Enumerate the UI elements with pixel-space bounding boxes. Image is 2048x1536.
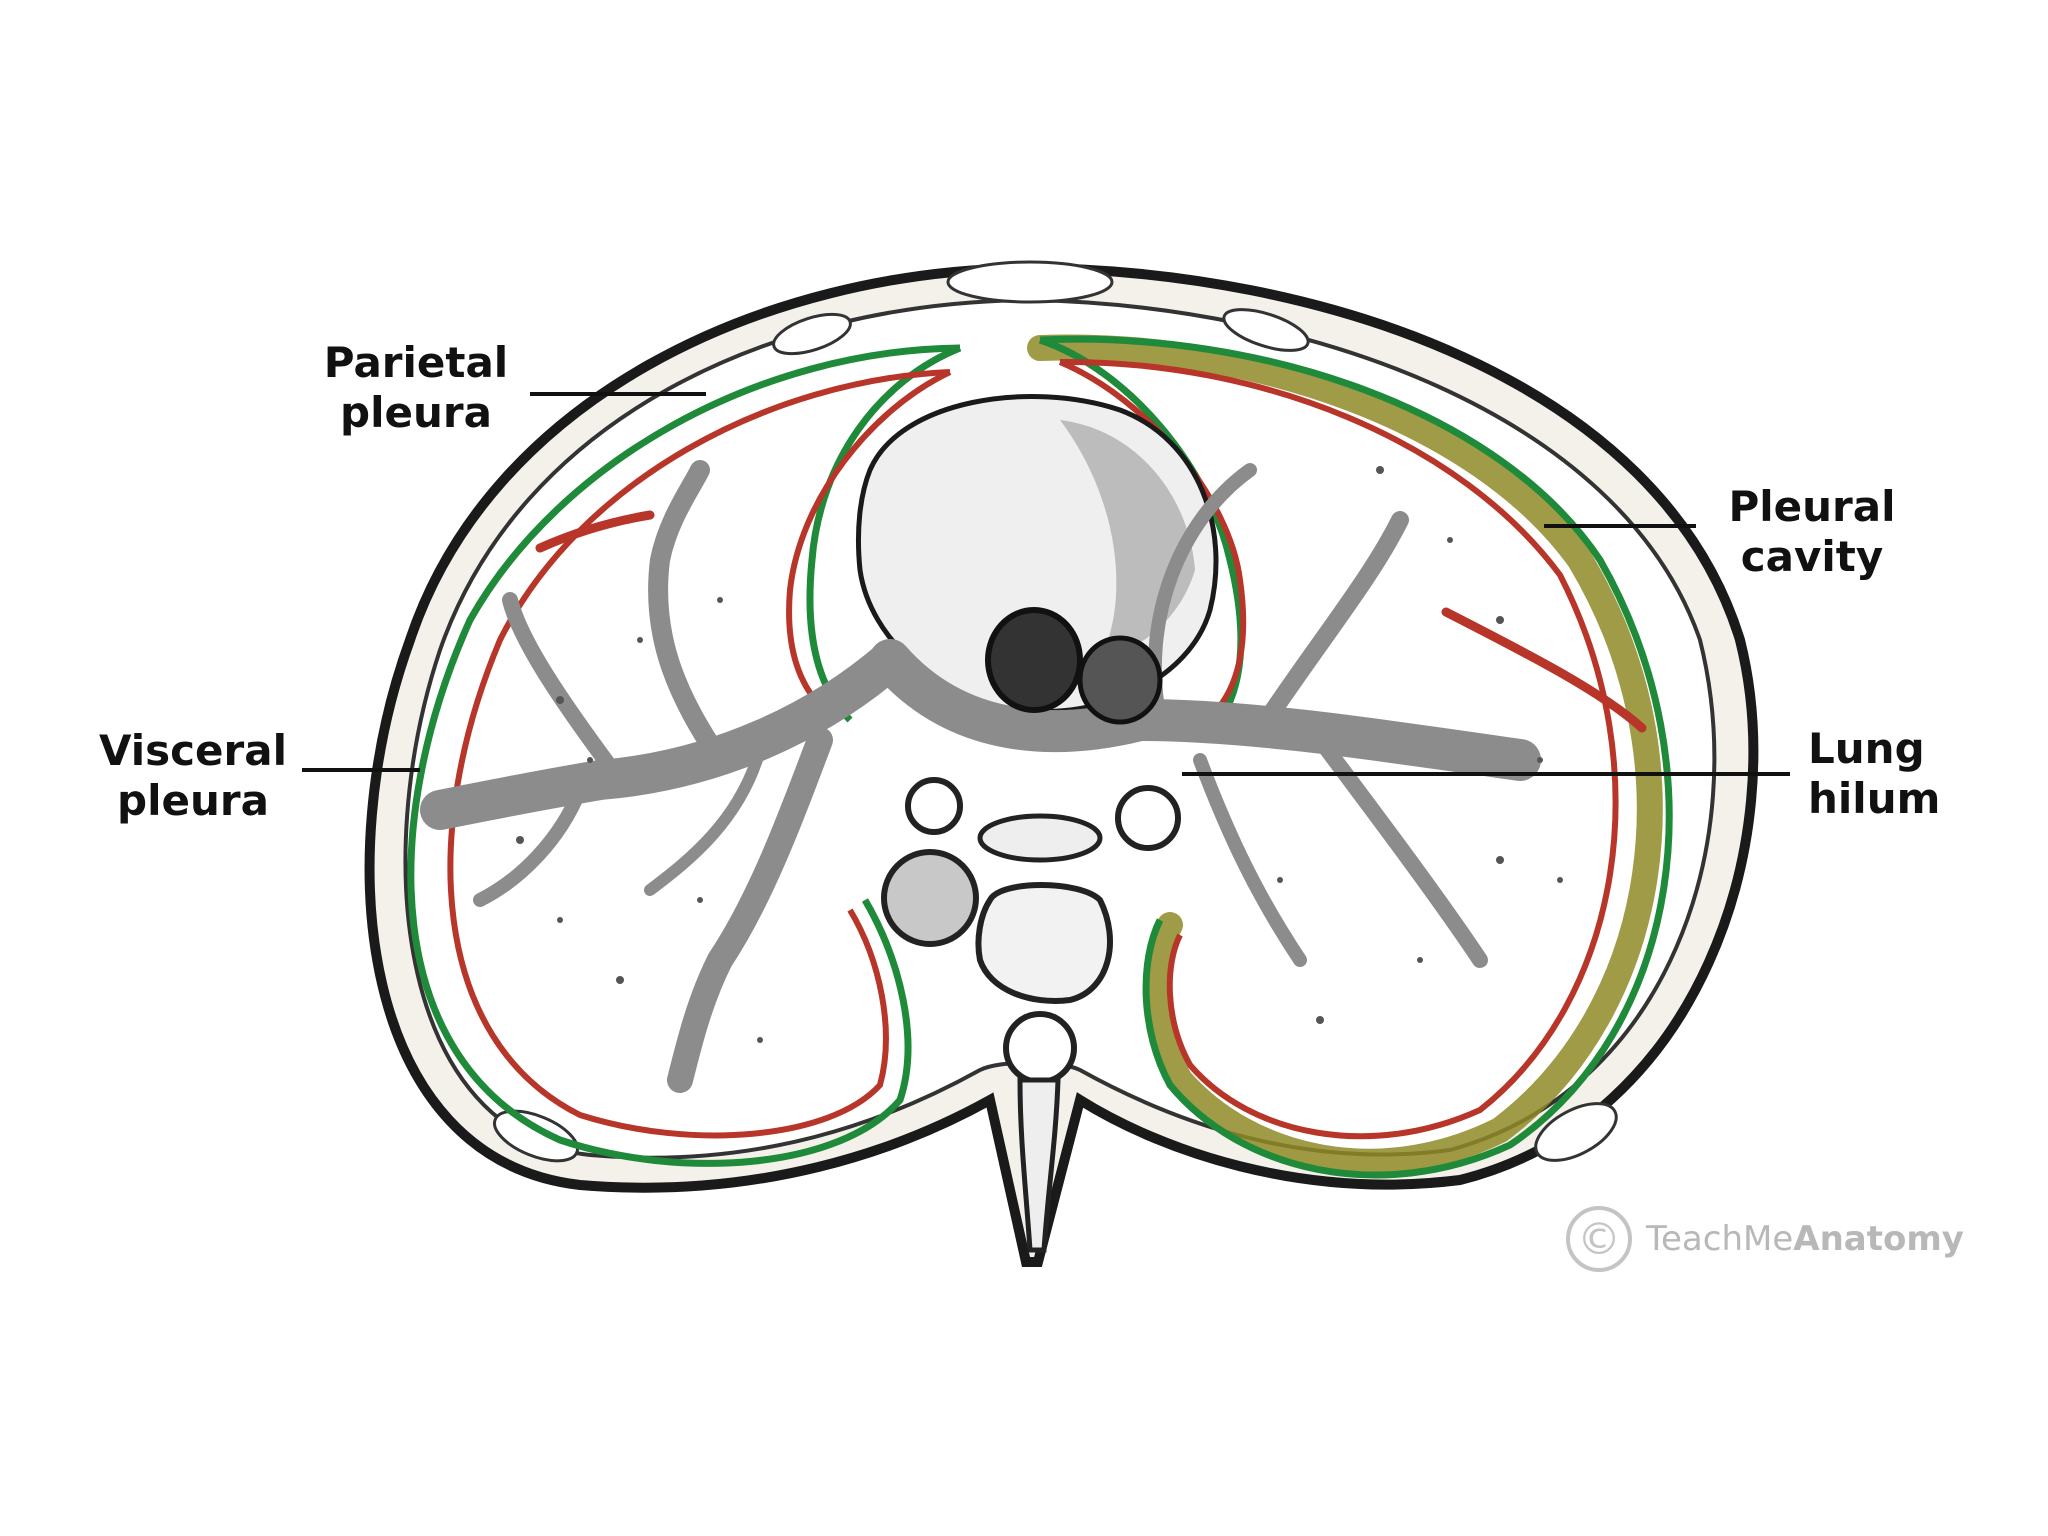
sternum-cartilage xyxy=(946,260,1114,304)
copyright-icon: © xyxy=(1566,1206,1632,1272)
label-hilum-line1: Lung xyxy=(1808,724,1925,773)
rib-left-anterior xyxy=(772,312,852,356)
right-bronchus-ring xyxy=(1115,785,1181,851)
vertebral-body xyxy=(975,882,1113,1004)
label-parietal-line2: pleura xyxy=(340,388,492,437)
left-fissure xyxy=(535,510,655,553)
esophagus xyxy=(977,813,1103,863)
rib-left-posterior xyxy=(493,1109,579,1163)
watermark: © TeachMeAnatomy xyxy=(1566,1206,1964,1272)
visceral-pleura-left xyxy=(447,369,951,1139)
label-pleural-cavity: Pleural cavity xyxy=(1712,482,1912,582)
label-pleural-line2: cavity xyxy=(1740,532,1884,581)
label-visceral-line1: Visceral xyxy=(99,726,287,775)
visceral-pleura-right xyxy=(1059,358,1619,1140)
watermark-brand: TeachMeAnatomy xyxy=(1646,1219,1964,1259)
visceral-pleura-mediastinal-right xyxy=(1058,359,1247,715)
left-bronchus-ring xyxy=(905,777,963,835)
bronchial-tree xyxy=(420,460,1541,1093)
lung-texture xyxy=(516,466,1563,1043)
spinal-canal xyxy=(1003,1011,1077,1085)
watermark-brand-bold: Anatomy xyxy=(1793,1219,1964,1259)
label-hilum-line2: hilum xyxy=(1808,774,1941,823)
superior-vena-cava xyxy=(985,607,1083,713)
rib-right-anterior xyxy=(1222,308,1310,352)
label-visceral-line2: pleura xyxy=(117,776,269,825)
visceral-pleura-mediastinal-left xyxy=(786,369,952,718)
watermark-brand-light: TeachMe xyxy=(1646,1219,1794,1259)
pleural-cavity-band xyxy=(1027,334,1663,1175)
pulmonary-trunk xyxy=(1077,635,1163,725)
right-fissure xyxy=(1441,607,1647,733)
label-lung-hilum: Lung hilum xyxy=(1808,724,1958,824)
descending-aorta xyxy=(881,849,979,947)
label-visceral-pleura: Visceral pleura xyxy=(88,726,298,826)
label-parietal-line1: Parietal xyxy=(323,338,509,387)
rib-right-posterior xyxy=(1534,1102,1618,1162)
parietal-pleura-left xyxy=(407,344,961,1167)
parietal-pleura-right xyxy=(1039,335,1673,1179)
spinous-process xyxy=(1017,1077,1061,1253)
label-parietal-pleura: Parietal pleura xyxy=(316,338,516,438)
parietal-pleura-mediastinal-left xyxy=(806,344,962,723)
label-pleural-line1: Pleural xyxy=(1728,482,1896,531)
